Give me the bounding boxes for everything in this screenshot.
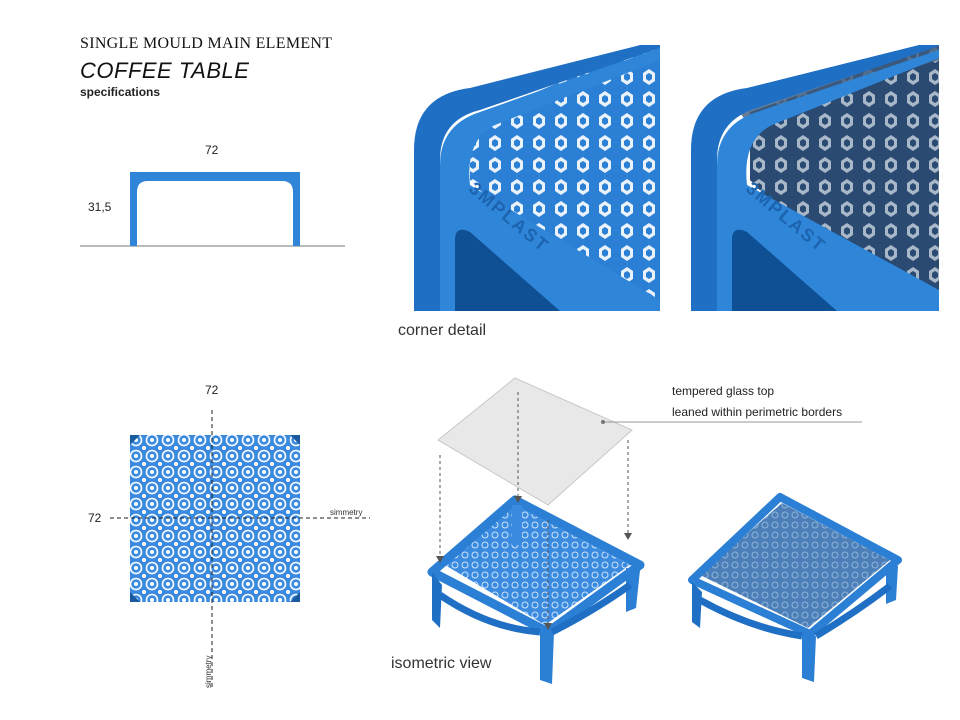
elevation-width-label: 72 [205,143,219,157]
title-coffee-table: COFFEE TABLE [80,58,250,83]
iso-glass-panel [437,377,633,506]
isometric-caption: isometric view [391,655,492,672]
title-specifications: specifications [80,85,161,99]
plan-left-label: 72 [88,511,102,525]
elevation-height-label: 31,5 [88,200,112,214]
table-side-profile [130,172,300,246]
plan-axis-h-label: simmetry [330,508,363,517]
title-main-element: SINGLE MOULD MAIN ELEMENT [80,35,333,52]
iso-table-glass [688,493,902,682]
iso-table-lattice [427,495,645,684]
corner-detail-caption: corner detail [398,322,487,339]
glass-note-line1: tempered glass top [672,384,775,398]
plan-top-label: 72 [205,383,219,397]
corner-render-lattice [414,45,660,311]
corner-render-glass [691,45,939,311]
glass-note-line2: leaned within perimetric borders [672,405,843,419]
